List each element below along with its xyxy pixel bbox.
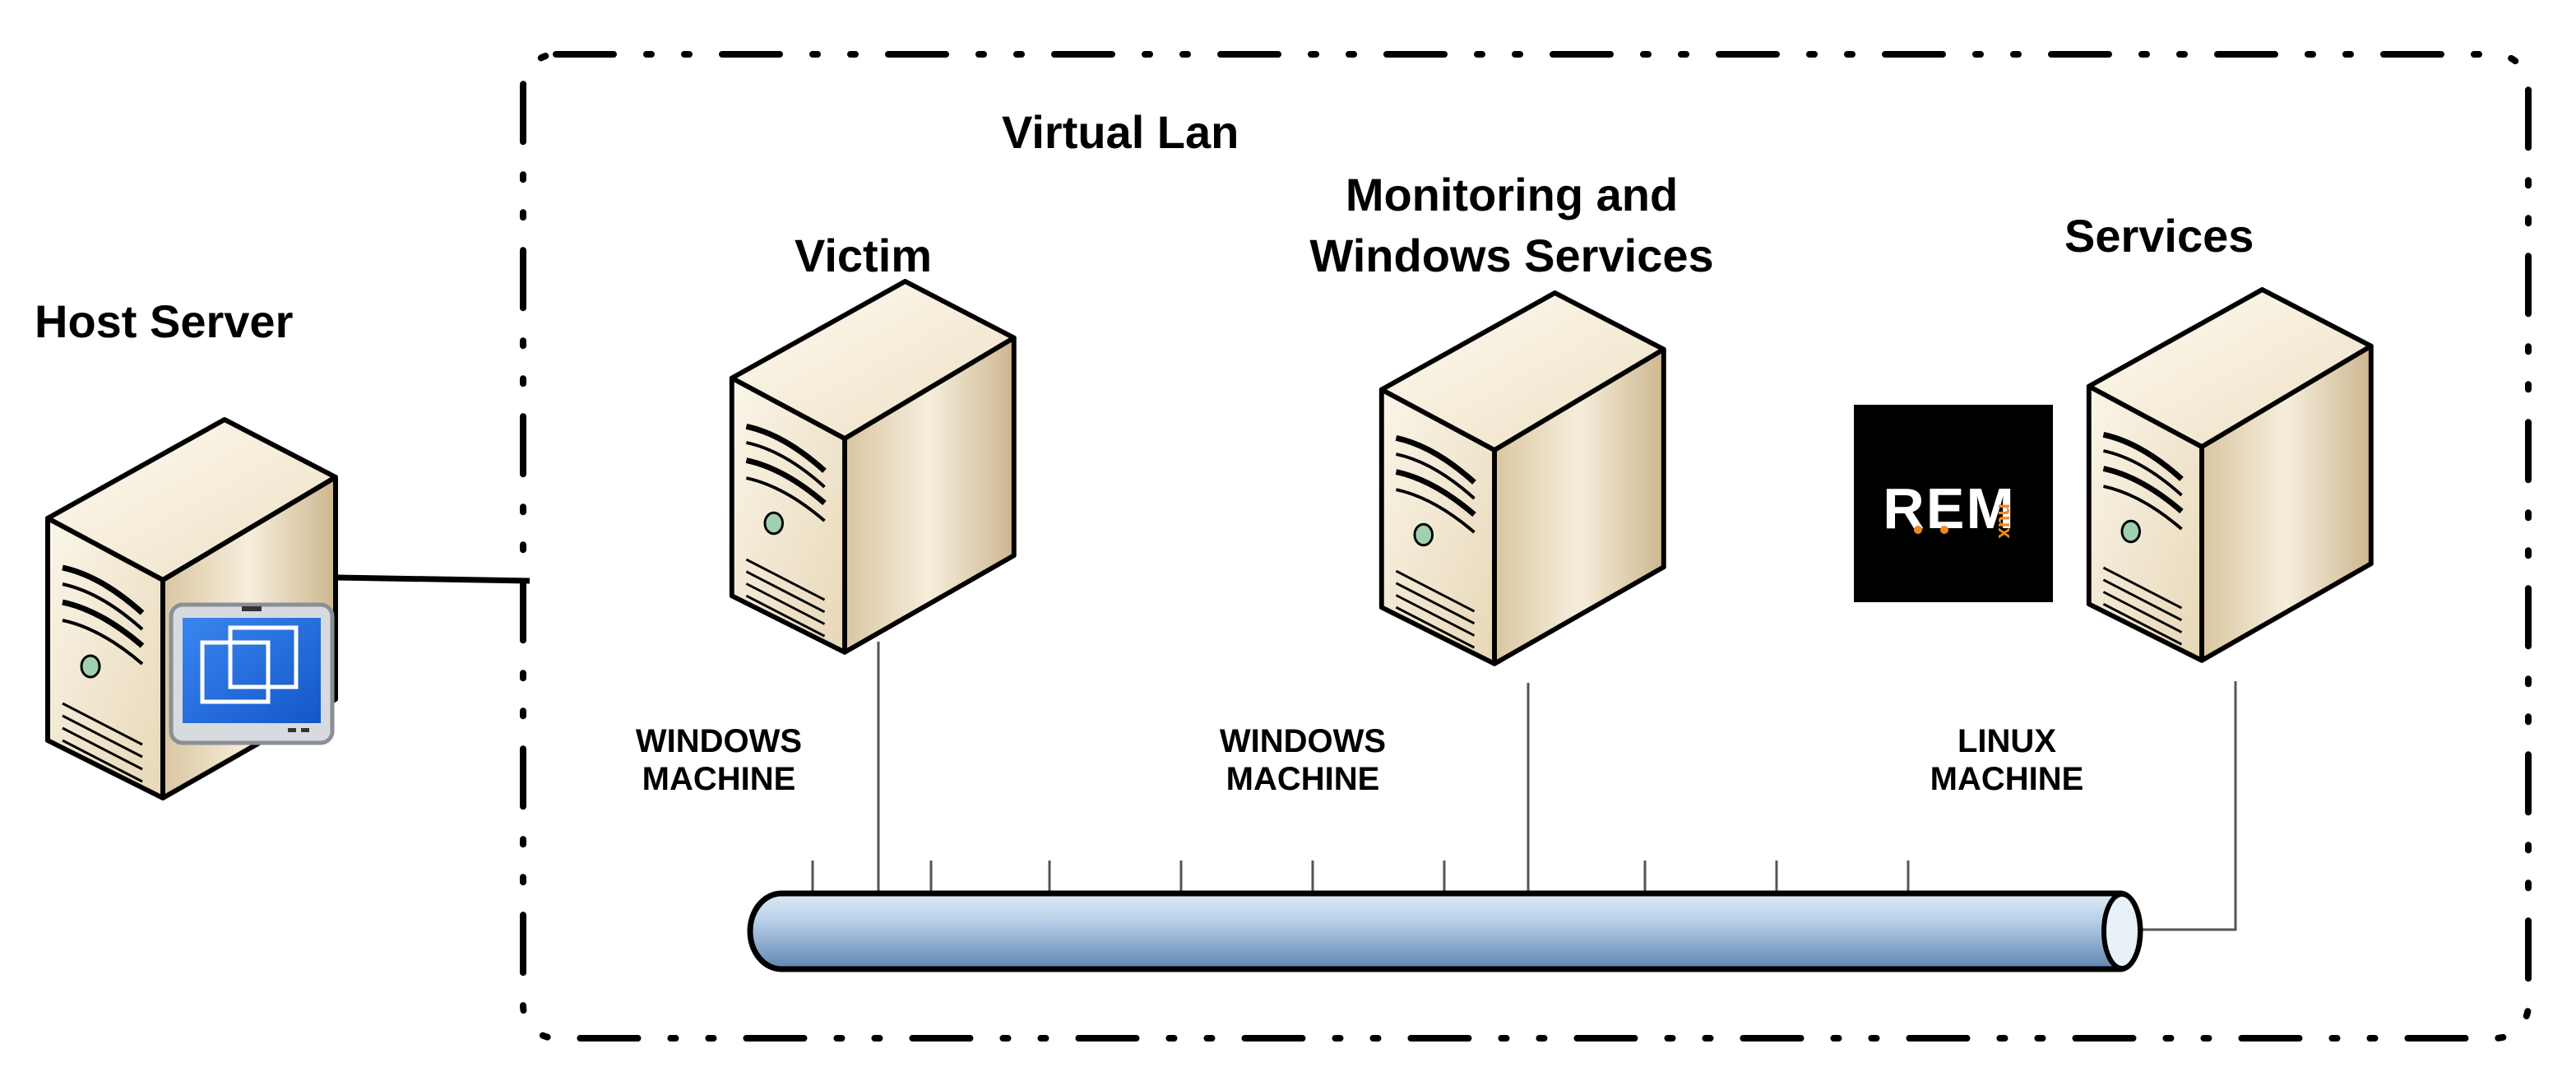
monitoring-machine-label-line2: MACHINE — [1226, 761, 1380, 797]
monitoring-server-icon — [1382, 293, 1664, 664]
virtual-lan-label: Virtual Lan — [1002, 106, 1239, 158]
host-server-label: Host Server — [35, 295, 293, 347]
virtual-lan-boundary — [520, 51, 2532, 1042]
services-server-icon — [2089, 290, 2371, 661]
victim-server-icon — [732, 281, 1014, 652]
victim-machine-label-line1: WINDOWS — [636, 723, 802, 759]
services-label: Services — [2064, 210, 2254, 262]
monitoring-machine-label-line1: WINDOWS — [1220, 723, 1386, 759]
services-machine-label-line1: LINUX — [1957, 723, 2056, 759]
services-link-line — [2130, 681, 2237, 931]
remnux-logo-suffix: nux — [1994, 503, 2016, 539]
monitoring-label-line2: Windows Services — [1309, 230, 1713, 281]
bus-ticks — [811, 861, 1910, 895]
services-machine-label-line2: MACHINE — [1930, 761, 2084, 797]
remnux-logo: REM nux — [1854, 405, 2053, 602]
network-bus-icon — [747, 890, 2143, 972]
victim-label: Victim — [795, 230, 932, 281]
monitoring-label-line1: Monitoring and — [1346, 169, 1678, 220]
virtualization-icon — [169, 602, 335, 745]
host-link-line — [336, 574, 530, 584]
victim-machine-label-line2: MACHINE — [642, 761, 796, 797]
